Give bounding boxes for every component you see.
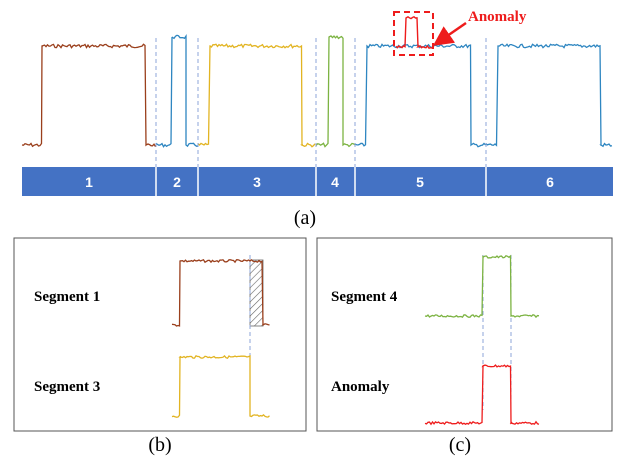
length-difference-hatch <box>249 259 264 327</box>
main-signal <box>21 15 613 148</box>
panel-c: Segment 4 Anomaly (c) <box>316 237 613 456</box>
anomaly-arrow <box>432 21 467 46</box>
anomaly-signal <box>395 15 433 50</box>
segment-label-4: 4 <box>331 174 339 190</box>
anomaly-label: Anomaly <box>468 9 527 25</box>
panel-b-segment-3-signal <box>171 354 270 418</box>
segment-label-1: 1 <box>85 174 93 190</box>
panel-c-anomaly-signal <box>424 364 540 426</box>
segment-bar: 1 2 3 4 5 6 <box>22 167 613 196</box>
caption-b: (b) <box>148 434 171 456</box>
segment-boundaries <box>155 38 487 167</box>
signal-segment-2 <box>155 33 198 148</box>
segment-label-5: 5 <box>416 174 424 190</box>
panel-b-row-1-label: Segment 1 <box>34 289 100 305</box>
anomaly-annotation: Anomaly <box>393 9 527 56</box>
signal-segment-6 <box>485 43 613 148</box>
caption-c: (c) <box>449 434 471 456</box>
segment-bar-background <box>22 167 613 196</box>
segment-label-3: 3 <box>253 174 261 190</box>
panel-c-segment-4-signal <box>424 254 540 319</box>
signal-segment-4 <box>315 35 356 148</box>
panel-a: Anomaly 1 2 3 4 5 6 (a) <box>21 9 613 229</box>
signal-segment-3 <box>197 43 316 148</box>
caption-a: (a) <box>294 207 316 229</box>
panel-b-segment-1-signal <box>171 258 270 327</box>
panel-c-row-2-label: Anomaly <box>331 379 390 395</box>
panel-b: Segment 1 Segment 3 (b) <box>13 237 307 456</box>
panel-c-row-1-label: Segment 4 <box>331 289 398 305</box>
panel-b-row-2-label: Segment 3 <box>34 379 100 395</box>
anomaly-highlight-box <box>393 11 434 56</box>
signal-segment-5 <box>354 43 486 148</box>
segment-label-6: 6 <box>546 174 554 190</box>
panel-c-frame <box>316 237 613 432</box>
panel-b-frame <box>13 237 307 432</box>
signal-segment-1 <box>21 43 157 148</box>
segment-label-2: 2 <box>173 174 181 190</box>
